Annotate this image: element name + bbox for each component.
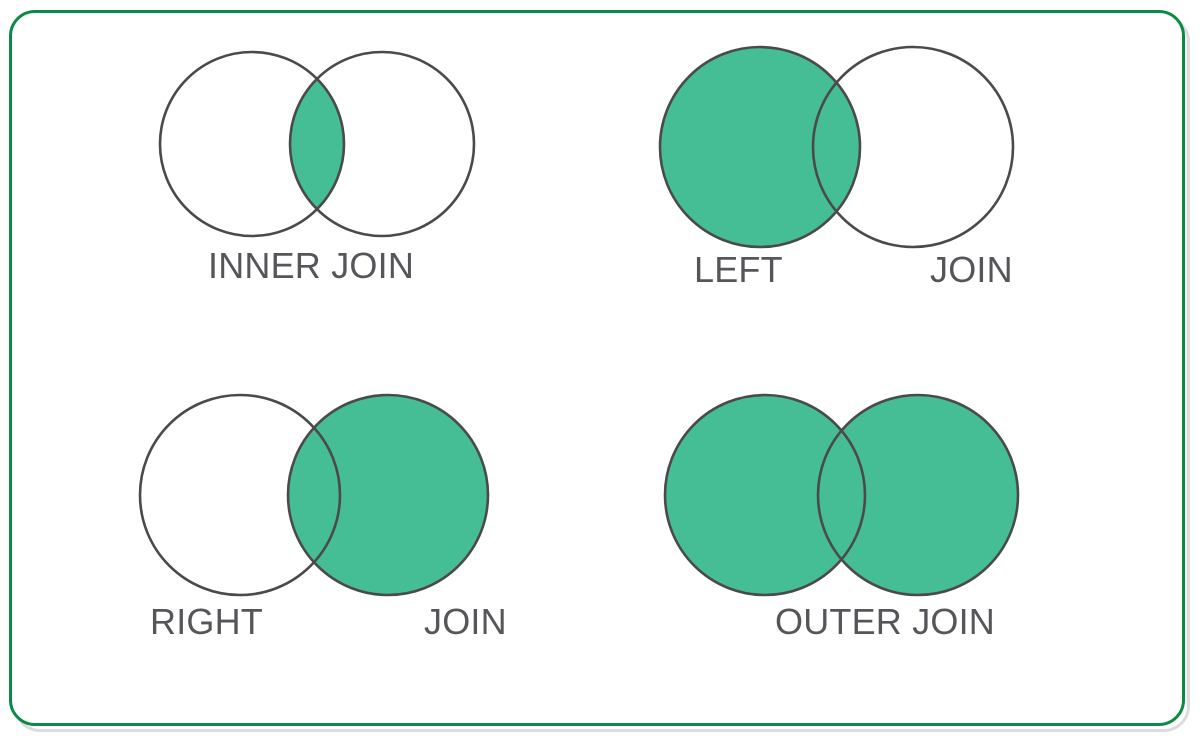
inner-join-venn (158, 50, 476, 238)
left-join-right-circle (811, 45, 1015, 249)
content-frame (9, 10, 1185, 726)
outer-join-right-circle (816, 393, 1020, 597)
outer-join-right-fill (818, 395, 1018, 595)
right-join-label-join: JOIN (424, 601, 507, 642)
diagram-inner-join (140, 44, 540, 294)
inner-join-right-circle (288, 50, 476, 238)
diagram-left-join (655, 44, 1055, 294)
left-join-venn (658, 45, 1015, 249)
left-join-label-join: JOIN (930, 249, 1013, 290)
inner-join-left-circle (158, 50, 346, 238)
right-join-label-right: RIGHT (150, 601, 263, 642)
right-join-left-circle (138, 393, 342, 597)
left-join-left-fill (660, 47, 860, 247)
diagram-outer-join (660, 392, 1060, 642)
diagram-right-join (130, 392, 540, 642)
right-join-venn (138, 393, 490, 597)
right-join-right-circle (286, 393, 490, 597)
left-join-left-circle (658, 45, 862, 249)
right-join-right-fill (288, 395, 488, 595)
left-join-label-left: LEFT (694, 249, 783, 290)
outer-join-label: OUTER JOIN (775, 601, 996, 642)
inner-join-label: INNER JOIN (208, 245, 415, 286)
outer-join-left-circle (663, 393, 867, 597)
outer-join-left-fill (665, 395, 865, 595)
outer-join-venn (663, 393, 1020, 597)
